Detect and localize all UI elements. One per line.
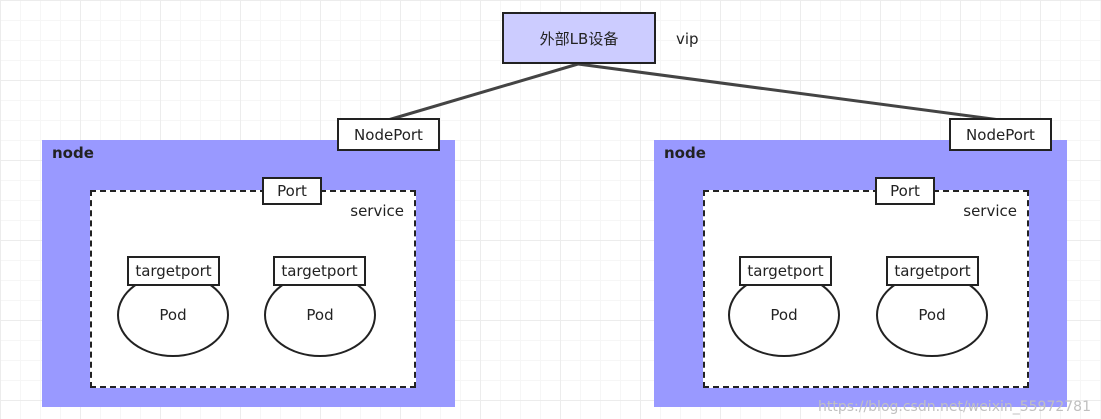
targetport-right-1: targetport	[739, 256, 832, 286]
port-right-label: Port	[890, 182, 920, 200]
lb-device-label: 外部LB设备	[539, 29, 619, 48]
pod-left-2-label: Pod	[306, 306, 334, 324]
pod-right-1-label: Pod	[770, 306, 798, 324]
vip-label: vip	[676, 30, 699, 48]
targetport-right-2-label: targetport	[894, 262, 971, 280]
targetport-left-2-label: targetport	[281, 262, 358, 280]
targetport-left-2: targetport	[273, 256, 366, 286]
nodeport-right: NodePort	[949, 118, 1052, 151]
service-right-label: service	[963, 202, 1017, 220]
service-left-label: service	[350, 202, 404, 220]
port-left: Port	[262, 177, 322, 205]
targetport-left-1-label: targetport	[135, 262, 212, 280]
node-left-label: node	[52, 144, 94, 162]
nodeport-left-label: NodePort	[354, 125, 423, 144]
nodeport-right-label: NodePort	[966, 125, 1035, 144]
watermark-text: https://blog.csdn.net/weixin_55972781	[817, 399, 1091, 415]
targetport-left-1: targetport	[127, 256, 220, 286]
nodeport-left: NodePort	[337, 118, 440, 151]
port-left-label: Port	[277, 182, 307, 200]
pod-left-1-label: Pod	[159, 306, 187, 324]
pod-right-2-label: Pod	[918, 306, 946, 324]
node-right: node service	[654, 140, 1067, 407]
pod-right-1: Pod	[728, 273, 840, 357]
link-lb-nodeport-left	[387, 62, 579, 122]
lb-device: 外部LB设备	[502, 12, 656, 64]
targetport-right-2: targetport	[886, 256, 979, 286]
link-lb-nodeport-right	[577, 62, 1001, 122]
pod-left-2: Pod	[264, 273, 376, 357]
node-right-label: node	[664, 144, 706, 162]
port-right: Port	[875, 177, 935, 205]
node-left: node service	[42, 140, 455, 407]
targetport-right-1-label: targetport	[747, 262, 824, 280]
